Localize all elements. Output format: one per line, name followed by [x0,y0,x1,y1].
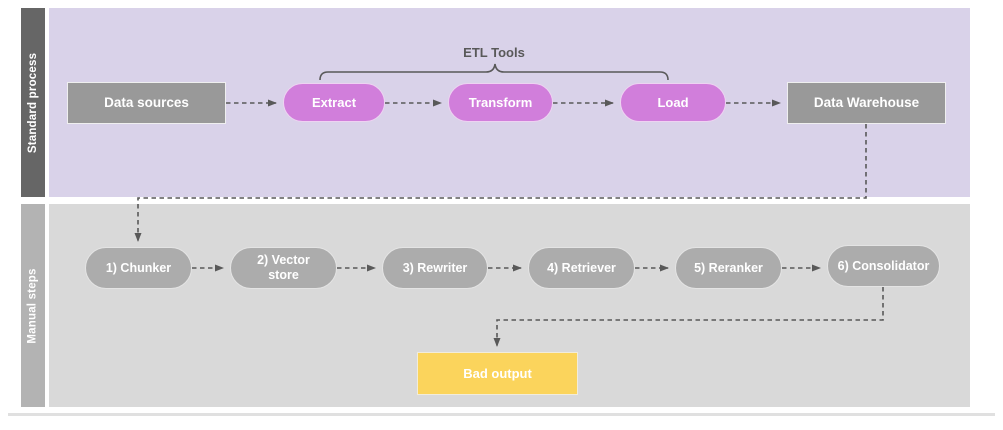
node-data-warehouse-label: Data Warehouse [813,94,920,110]
node-reranker-label: 5) Reranker [694,260,763,275]
node-extract-label: Extract [311,94,357,110]
node-transform-label: Transform [468,94,533,110]
node-load: Load [620,83,726,122]
node-vector-store-label: 2) Vector store [257,253,310,282]
node-data-warehouse: Data Warehouse [787,82,946,124]
node-transform: Transform [448,83,553,122]
node-rewriter: 3) Rewriter [382,247,488,289]
node-extract: Extract [283,83,385,122]
lane-header-standard-process: Standard process [21,8,45,197]
page-divider [8,413,995,416]
node-consolidator: 6) Consolidator [827,245,940,287]
node-data-sources-label: Data sources [104,94,189,110]
lane-header-manual-steps: Manual steps [21,204,45,407]
node-bad-output: Bad output [417,352,578,395]
node-load-label: Load [657,94,689,110]
lane-label-standard-process: Standard process [27,52,39,153]
node-bad-output-label: Bad output [463,365,532,381]
node-vector-store: 2) Vector store [230,247,337,289]
etl-tools-label: ETL Tools [463,45,525,60]
node-retriever: 4) Retriever [528,247,635,289]
node-chunker: 1) Chunker [85,247,192,289]
node-data-sources: Data sources [67,82,226,124]
node-retriever-label: 4) Retriever [547,260,616,275]
node-chunker-label: 1) Chunker [105,260,172,275]
node-consolidator-label: 6) Consolidator [837,258,930,273]
node-rewriter-label: 3) Rewriter [402,260,468,275]
node-reranker: 5) Reranker [675,247,782,289]
lane-label-manual-steps: Manual steps [27,267,40,344]
